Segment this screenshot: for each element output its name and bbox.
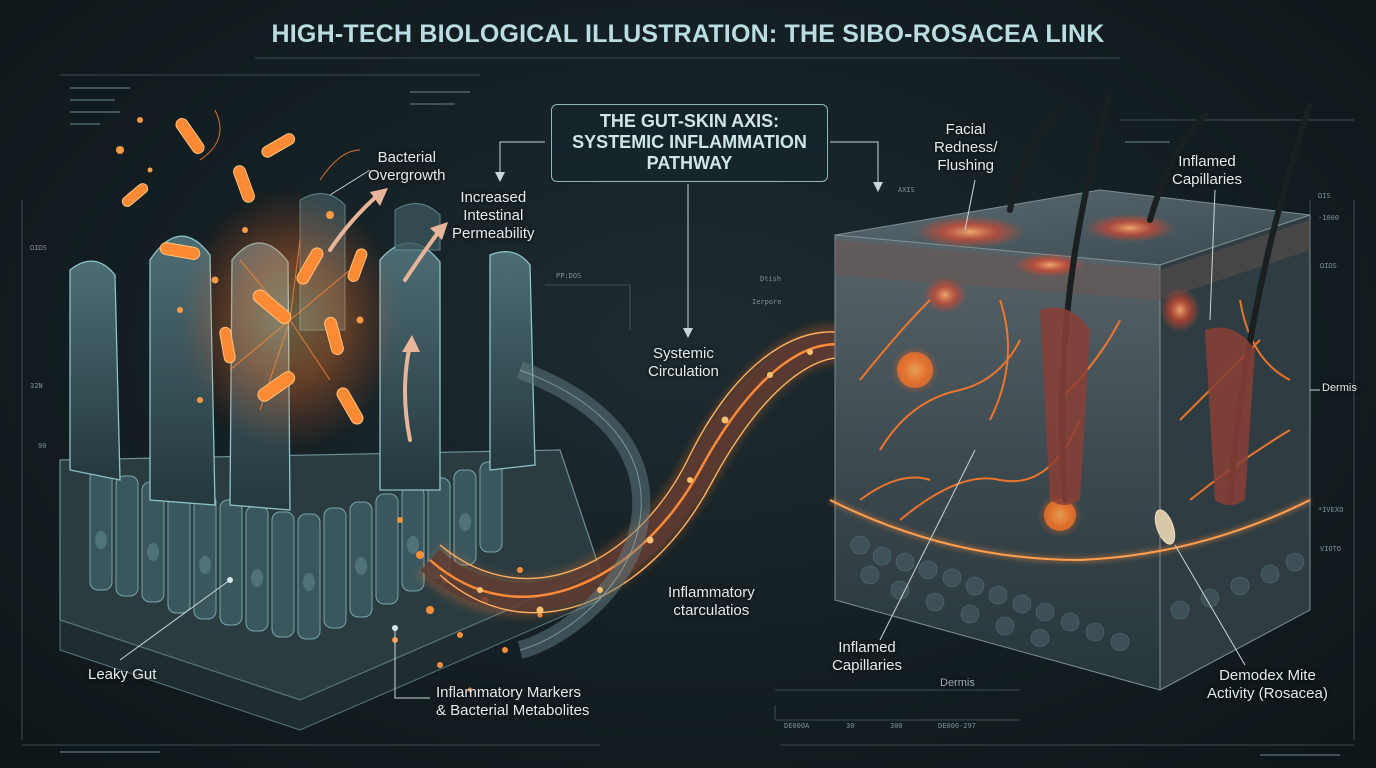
- tiny-label: DE000A: [784, 722, 810, 730]
- axis-box-line-1: THE GUT-SKIN AXIS:: [599, 111, 780, 131]
- tiny-label: Dtish: [760, 275, 782, 283]
- leader-lines: [119, 141, 1320, 699]
- arrow-heads: [370, 188, 448, 352]
- skin-cross-section: [828, 92, 1313, 691]
- tiny-label: 300: [890, 722, 903, 730]
- tiny-label: DE000-297: [938, 722, 976, 730]
- tiny-label: Ierpore: [752, 298, 782, 306]
- tiny-label: 90: [38, 442, 47, 450]
- leader-dots: [227, 577, 398, 631]
- tiny-label: ΩIΩS: [1320, 262, 1337, 270]
- label-leaky-gut: Leaky Gut: [88, 666, 157, 683]
- label-dermis-bottom: Dermis: [940, 677, 975, 689]
- tiny-label: ΩIΩS: [30, 244, 47, 252]
- tiny-label: VIOTO: [1320, 545, 1342, 553]
- label-inflammatory-markers: Inflammatory Markers& Bacterial Metaboli…: [436, 684, 590, 719]
- axis-box-line-3: PATHWAY: [646, 153, 733, 173]
- page-title: HIGH-TECH BIOLOGICAL ILLUSTRATION: THE S…: [271, 20, 1105, 48]
- tiny-label: 32N: [30, 382, 43, 390]
- schematic-frame: [21, 57, 1355, 746]
- tiny-label: 30: [846, 722, 855, 730]
- gut-skin-axis-box: THE GUT-SKIN AXIS: SYSTEMIC INFLAMMATION…: [551, 104, 828, 182]
- decorative-text-lines: [60, 87, 1340, 756]
- leader-arrowheads: [495, 172, 883, 338]
- tiny-label: AXIS: [898, 186, 915, 194]
- blood-vessel: [416, 324, 869, 659]
- axis-box-line-2: SYSTEMIC INFLAMMATION: [572, 132, 807, 152]
- axis-box-title: THE GUT-SKIN AXIS: SYSTEMIC INFLAMMATION…: [552, 111, 827, 174]
- tiny-label: *IVEXO: [1318, 506, 1344, 514]
- tiny-label: PP:DOS: [556, 272, 582, 280]
- bacteria-cluster: [116, 109, 400, 450]
- tiny-label: ΩIS: [1318, 192, 1331, 200]
- tiny-label: ·1000: [1318, 214, 1340, 222]
- label-dermis-right: Dermis: [1322, 382, 1357, 394]
